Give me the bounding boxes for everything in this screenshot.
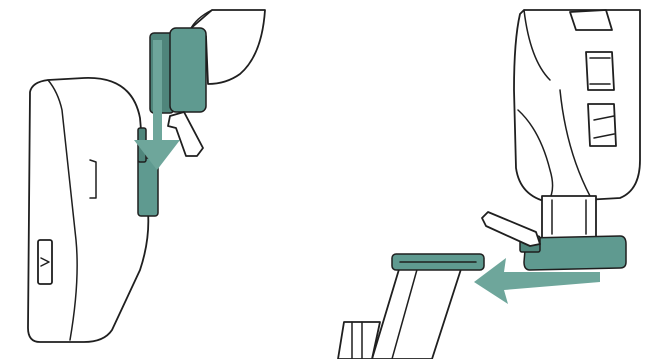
release-latch (168, 112, 203, 156)
step-left (28, 10, 265, 342)
bracket-plate (392, 254, 484, 270)
camera-body (28, 78, 148, 342)
large-housing (514, 10, 640, 202)
stem (542, 196, 596, 238)
step-right (338, 10, 640, 359)
right-release-latch (482, 212, 540, 246)
bracket-leg (338, 266, 462, 359)
